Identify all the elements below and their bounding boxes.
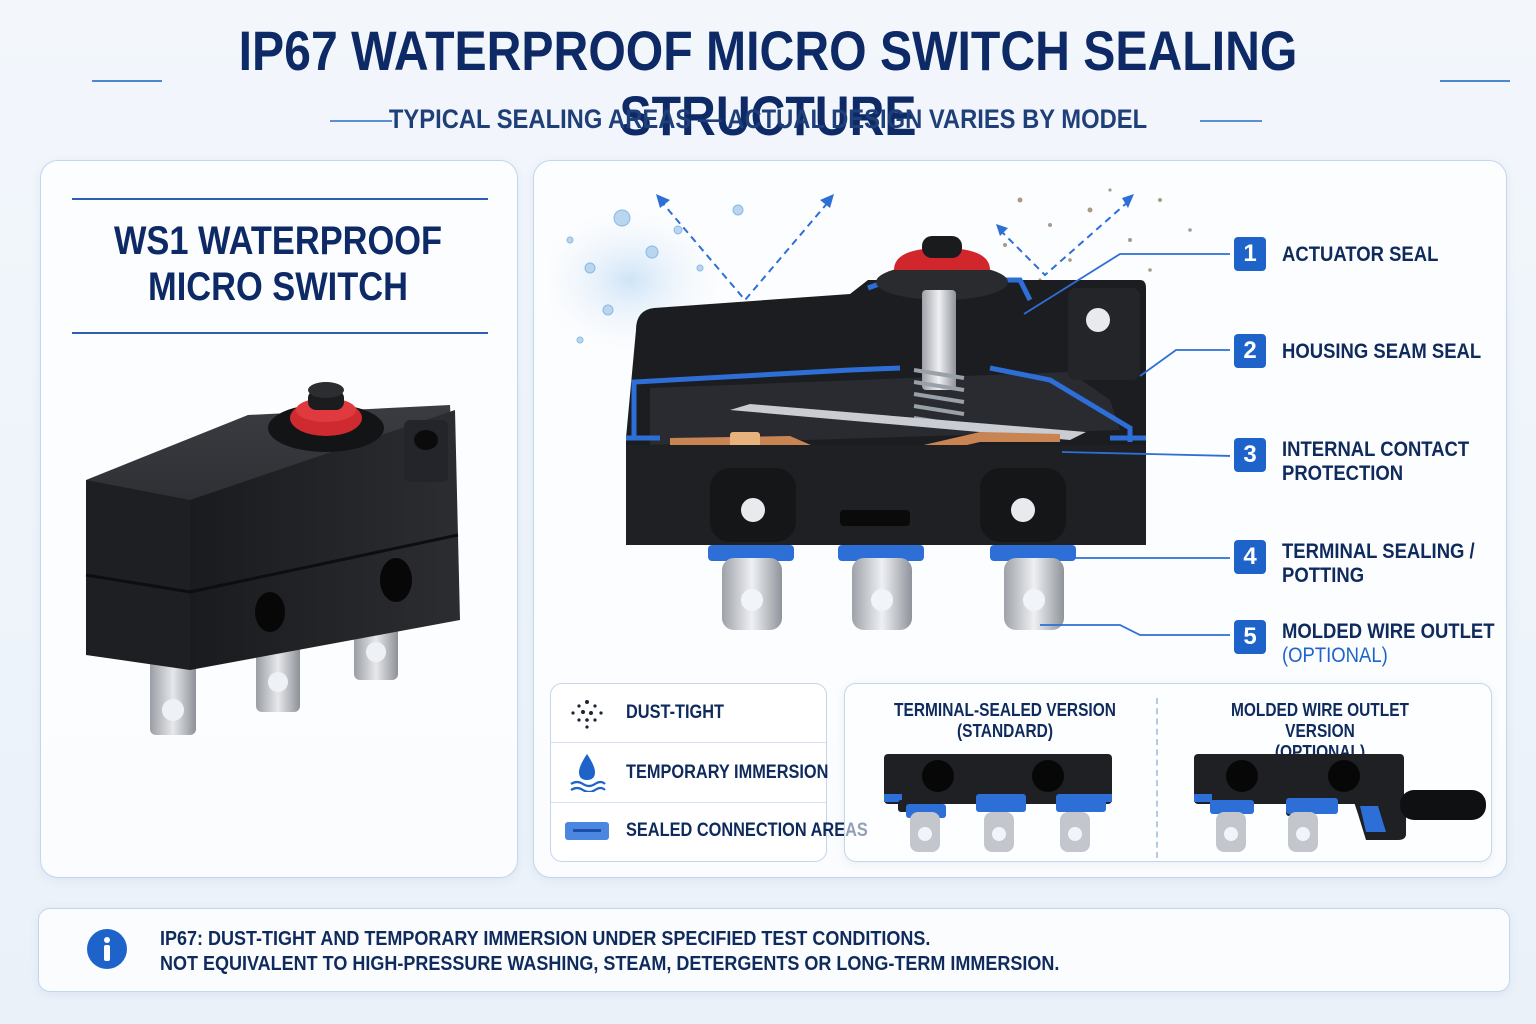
- callout-number-1: 1: [1234, 237, 1266, 271]
- title-rule-left: [92, 80, 162, 82]
- legend-label: DUST-TIGHT: [626, 702, 725, 723]
- callout-number-3: 3: [1234, 438, 1266, 472]
- callout-label-line1: INTERNAL CONTACT: [1282, 438, 1470, 461]
- callout-internal-contact-protection: 3 INTERNAL CONTACT PROTECTION: [1234, 438, 1495, 486]
- versions-divider: [1156, 698, 1158, 858]
- version-title-line1: MOLDED WIRE OUTLET VERSION: [1230, 700, 1409, 741]
- ingress-arrows: [659, 199, 1131, 302]
- callout-label-optional: (OPTIONAL): [1282, 644, 1388, 667]
- dust-dots-icon: [571, 700, 603, 729]
- water-droplets: [566, 204, 744, 344]
- page-subtitle: TYPICAL SEALING AREAS — ACTUAL DESIGN VA…: [388, 104, 1148, 134]
- callout-number-4: 4: [1234, 540, 1266, 574]
- legend-label: TEMPORARY IMMERSION: [626, 762, 829, 783]
- callout-label-line2: PROTECTION: [1282, 462, 1404, 485]
- terminal-sealed-version-title: TERMINAL-SEALED VERSION (STANDARD): [889, 700, 1121, 742]
- page-title: IP67 WATERPROOF MICRO SWITCH SEALING STR…: [238, 19, 1298, 147]
- legend: DUST-TIGHT TEMPORARY IMMERSION SEALED CO…: [550, 683, 868, 862]
- info-line2: NOT EQUIVALENT TO HIGH-PRESSURE WASHING,…: [160, 953, 1060, 975]
- title-rule-right: [1440, 80, 1510, 82]
- callout-label-line1: TERMINAL SEALING /: [1282, 540, 1475, 563]
- micro-switch-product-image: [85, 382, 460, 735]
- callout-molded-wire-outlet: 5 MOLDED WIRE OUTLET (OPTIONAL): [1234, 620, 1523, 668]
- subtitle-rule-right: [1200, 120, 1262, 122]
- molded-wire-outlet-version-image: [1194, 754, 1486, 852]
- product-title-line2: MICRO SWITCH: [148, 265, 408, 309]
- water-drop-icon: [570, 754, 606, 792]
- callout-label-line1: MOLDED WIRE OUTLET: [1282, 620, 1495, 643]
- product-title-line1: WS1 WATERPROOF: [113, 219, 443, 263]
- product-title-rule-bottom: [72, 332, 488, 334]
- subtitle-rule-left: [330, 120, 392, 122]
- callout-number-2: 2: [1234, 334, 1266, 368]
- cross-section-diagram: [550, 188, 1230, 636]
- version-title-line1: TERMINAL-SEALED VERSION: [894, 700, 1116, 720]
- terminal-sealed-version-image: [884, 754, 1112, 852]
- info-line1: IP67: DUST-TIGHT AND TEMPORARY IMMERSION…: [160, 928, 931, 950]
- callout-terminal-sealing: 4 TERMINAL SEALING / POTTING: [1234, 540, 1501, 588]
- callout-label-line2: POTTING: [1282, 564, 1365, 587]
- dust-particles: [1003, 188, 1192, 282]
- sealed-area-swatch-icon: [565, 822, 609, 840]
- legend-row-sealed: SEALED CONNECTION AREAS: [551, 802, 868, 860]
- callout-leader-lines: [1023, 253, 1230, 636]
- legend-label: SEALED CONNECTION AREAS: [626, 820, 868, 841]
- info-bar: [38, 908, 1510, 992]
- legend-row-dust: DUST-TIGHT: [551, 684, 826, 743]
- callout-number-5: 5: [1234, 620, 1266, 654]
- legend-row-immersion: TEMPORARY IMMERSION: [551, 742, 829, 803]
- callout-actuator-seal: 1 ACTUATOR SEAL: [1234, 237, 1460, 271]
- info-icon: [87, 929, 127, 969]
- product-title-rule-top: [72, 198, 488, 200]
- callout-label: ACTUATOR SEAL: [1282, 243, 1439, 266]
- callout-label: HOUSING SEAM SEAL: [1282, 340, 1482, 363]
- product-title: WS1 WATERPROOF MICRO SWITCH: [73, 218, 482, 310]
- callout-housing-seam-seal: 2 HOUSING SEAM SEAL: [1234, 334, 1508, 368]
- version-title-line2: (STANDARD): [956, 721, 1054, 741]
